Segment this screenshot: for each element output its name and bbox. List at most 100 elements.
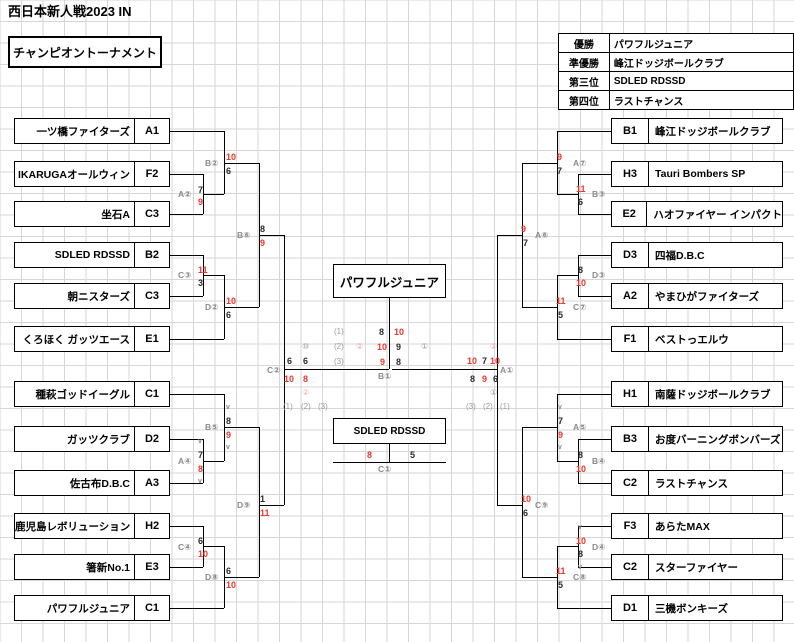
bracket-line (259, 235, 284, 236)
table-row: 準優勝 峰江ドッジボールクラブ (558, 52, 794, 72)
bracket-line (203, 546, 224, 547)
match-score-win: 10 (226, 296, 237, 306)
final-set-label-1: (1) (334, 327, 344, 336)
match-score-lose: 10 (576, 464, 587, 474)
match-score-extra: v (558, 404, 562, 411)
team-box[interactable]: SDLED RDSSD B2 (14, 242, 170, 268)
team-box[interactable]: 佐古布D.B.C A3 (14, 470, 170, 496)
team-name: Tauri Bombers SP (655, 168, 746, 180)
bracket-line (557, 461, 578, 462)
match-score-win: 11 (556, 566, 566, 576)
team-box[interactable]: F1 ベストっエルウ (611, 326, 783, 352)
match-code: A⑥ (535, 230, 549, 240)
bracket-line (557, 394, 558, 461)
team-box[interactable]: E2 ハオファイヤー インパクト (611, 201, 783, 227)
standing-label-3: 第三位 (558, 71, 610, 91)
semifinal-left-set-2: (2) (301, 402, 311, 411)
match-score-lose: 3 (198, 278, 204, 288)
bracket-line (389, 444, 390, 462)
standing-team-4: ラストチャンス (608, 90, 794, 110)
team-name: 朝ニスターズ (67, 290, 130, 303)
bracket-line (170, 483, 203, 484)
team-box[interactable]: IKARUGAオールウィン F2 (14, 161, 170, 187)
bracket-line (578, 255, 579, 296)
bracket-line (497, 235, 498, 505)
standing-team-1: パワフルジュニア (608, 33, 794, 53)
match-score-lose: 7 (523, 238, 529, 248)
bracket-line (522, 427, 557, 428)
team-box[interactable]: C2 スターファイヤー (611, 554, 783, 580)
final-score-lose-1: 10 (394, 327, 405, 337)
team-box[interactable]: 鹿児島レボリューション H2 (14, 513, 170, 539)
team-box[interactable]: ガッツクラブ D2 (14, 426, 170, 452)
match-code: B④ (592, 456, 606, 466)
match-code: D③ (592, 270, 606, 280)
team-box[interactable]: 箸新No.1 E3 (14, 554, 170, 580)
table-row: 第四位 ラストチャンス (558, 90, 794, 110)
team-code: B1 (612, 119, 649, 143)
match-score-win: 9 (521, 224, 527, 234)
team-name: 種萩ゴッドイーグル (35, 388, 131, 401)
team-box[interactable]: くろほく ガッツエース E1 (14, 326, 170, 352)
third-score-right: 5 (410, 450, 416, 460)
match-code: D② (205, 302, 219, 312)
team-name: 佐古布D.B.C (69, 477, 130, 490)
team-box[interactable]: D3 四福D.B.C (611, 242, 783, 268)
team-name: お度バーニングボンバーズ (655, 433, 781, 446)
team-box[interactable]: A2 やまひがファイターズ (611, 283, 783, 309)
bracket-line (557, 194, 578, 195)
match-score-extra: v (578, 524, 582, 531)
team-box[interactable]: パワフルジュニア C1 (14, 595, 170, 621)
semifinal-right-win-3: 10 (490, 356, 501, 366)
bracket-line (203, 461, 224, 462)
team-box[interactable]: B3 お度バーニングボンバーズ (611, 426, 783, 452)
bracket-line (392, 369, 497, 370)
team-box[interactable]: 坐石A C3 (14, 201, 170, 227)
team-code: F3 (612, 514, 649, 538)
team-code: D3 (612, 243, 649, 267)
semifinal-right-mark-bottom: ① (490, 388, 498, 397)
bracket-line (333, 462, 446, 463)
semifinal-left-set-3: (3) (318, 402, 328, 411)
team-name: IKARUGAオールウィン (18, 168, 130, 181)
team-box[interactable]: C2 ラストチャンス (611, 470, 783, 496)
bracket-line (578, 174, 611, 175)
match-score-lose: 10 (198, 549, 209, 559)
team-name: 坐石A (101, 208, 130, 221)
final-set-label-3: (3) (334, 357, 344, 366)
match-code: D⑧ (205, 572, 219, 582)
team-code: D1 (612, 596, 649, 620)
final-standings-table: 優勝 パワフルジュニア 準優勝 峰江ドッジボールクラブ 第三位 SDLED RD… (558, 33, 794, 110)
team-code: H1 (612, 382, 649, 406)
match-code: C⑧ (573, 572, 587, 582)
final-mark-left: ① (421, 342, 429, 351)
team-box[interactable]: 種萩ゴッドイーグル C1 (14, 381, 170, 407)
bracket-line (224, 163, 259, 164)
team-box[interactable]: H1 南薩ドッジボールクラブ (611, 381, 783, 407)
match-score-lose: 9 (226, 430, 232, 440)
bracket-line (203, 194, 224, 195)
match-code: B⑤ (205, 422, 219, 432)
bracket-line (557, 131, 611, 132)
team-box[interactable]: D1 三機ボンキーズ (611, 595, 783, 621)
table-row: 優勝 パワフルジュニア (558, 33, 794, 53)
team-code: C3 (134, 202, 169, 226)
team-box[interactable]: 一ツ橋ファイターズ A1 (14, 118, 170, 144)
bracket-line (557, 275, 558, 339)
team-box[interactable]: B1 峰江ドッジボールクラブ (611, 118, 783, 144)
match-code: B② (205, 158, 219, 168)
match-score-extra: v (558, 444, 562, 451)
team-box[interactable]: H3 Tauri Bombers SP (611, 161, 783, 187)
bracket-line (557, 131, 558, 194)
team-name: ハオファイヤー インパクト (653, 208, 782, 221)
match-code: A⑤ (573, 422, 587, 432)
bracket-line (522, 307, 557, 308)
third-score-left: 8 (367, 450, 373, 460)
bracket-line (578, 174, 579, 214)
bracket-line (557, 275, 578, 276)
team-box[interactable]: 朝ニスターズ C3 (14, 283, 170, 309)
team-box[interactable]: F3 あらたMAX (611, 513, 783, 539)
match-score-win: 10 (521, 494, 532, 504)
team-name: 四福D.B.C (655, 249, 705, 262)
standing-label-2: 準優勝 (558, 52, 610, 72)
